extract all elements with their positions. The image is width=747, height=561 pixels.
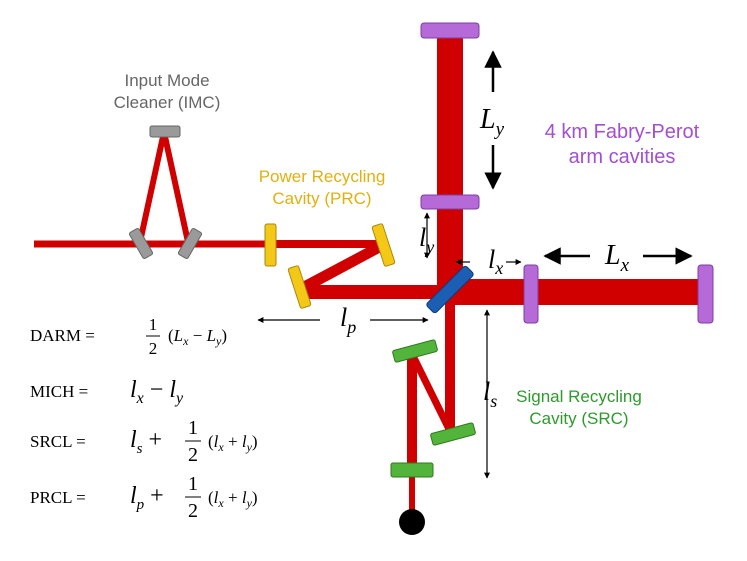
- component-labels: Input Mode Cleaner (IMC) Power Recycling…: [114, 71, 700, 428]
- imc-mirrors: [128, 125, 203, 260]
- ly-symbol: ly: [419, 223, 434, 257]
- prcl-half-den: 2: [188, 500, 198, 522]
- prcl-lp: lp +: [130, 483, 164, 513]
- imc-beam: [137, 131, 191, 243]
- prc-label-line1: Power Recycling: [259, 167, 386, 186]
- prc-beam-to-pr3: [302, 239, 387, 292]
- dimension-arrows: [257, 50, 693, 479]
- y-end-test-mass: [420, 22, 480, 39]
- srcl-rhs: (lx + ly): [208, 432, 258, 454]
- arm-mirrors: [420, 22, 714, 324]
- imc-label-line1: Input Mode: [124, 71, 209, 90]
- power-recycling-mirror: [264, 223, 277, 267]
- mich-name: MICH =: [30, 382, 88, 401]
- darm-name: DARM =: [30, 326, 95, 345]
- sr3-mirror: [430, 422, 476, 446]
- equations: DARM = 1 2 (Lx − Ly) MICH = lx − ly SRCL…: [30, 315, 258, 522]
- srcl-half-den: 2: [188, 444, 198, 466]
- src-beam-sr3-to-sr2: [409, 352, 454, 435]
- src-label-line2: Cavity (SRC): [529, 409, 628, 428]
- prc-mirrors: [264, 223, 396, 309]
- photodetector: [399, 509, 425, 535]
- arms-label-line2: arm cavities: [569, 146, 676, 168]
- prc-label-line2: Cavity (PRC): [272, 189, 371, 208]
- imc-label-line2: Cleaner (IMC): [114, 93, 221, 112]
- signal-recycling-mirror: [390, 462, 434, 478]
- darm-rhs: (Lx − Ly): [168, 326, 227, 348]
- pr2-mirror: [371, 223, 396, 267]
- prcl-half-num: 1: [188, 473, 198, 495]
- Lx-symbol: Lx: [604, 240, 630, 276]
- src-label-line1: Signal Recycling: [516, 387, 642, 406]
- srcl-half-num: 1: [188, 417, 198, 439]
- length-symbols: Ly Lx ly lx lp ls: [340, 104, 630, 411]
- lp-symbol: lp: [340, 303, 356, 337]
- imc-left-mirror: [128, 227, 154, 260]
- x-input-test-mass: [523, 264, 539, 324]
- src-mirrors: [390, 339, 476, 478]
- srcl-ls: ls +: [130, 427, 162, 457]
- y-input-test-mass: [420, 194, 480, 210]
- Ly-symbol: Ly: [479, 104, 505, 140]
- ls-symbol: ls: [483, 377, 497, 411]
- imc-right-mirror: [177, 227, 203, 260]
- arms-label-line1: 4 km Fabry-Perot: [545, 121, 700, 143]
- x-end-test-mass: [697, 264, 714, 324]
- prcl-name: PRCL =: [30, 488, 86, 507]
- mich-rhs: lx − ly: [130, 377, 184, 407]
- imc-top-mirror: [149, 125, 181, 138]
- pr3-mirror: [287, 265, 312, 309]
- prcl-rhs: (lx + ly): [208, 488, 258, 510]
- srcl-name: SRCL =: [30, 432, 86, 451]
- darm-half-num: 1: [149, 315, 158, 334]
- lx-symbol: lx: [488, 245, 503, 278]
- beamsplitter: [426, 265, 474, 314]
- sr2-mirror: [392, 339, 438, 363]
- laser-beams: [34, 30, 705, 520]
- darm-half-den: 2: [149, 339, 158, 358]
